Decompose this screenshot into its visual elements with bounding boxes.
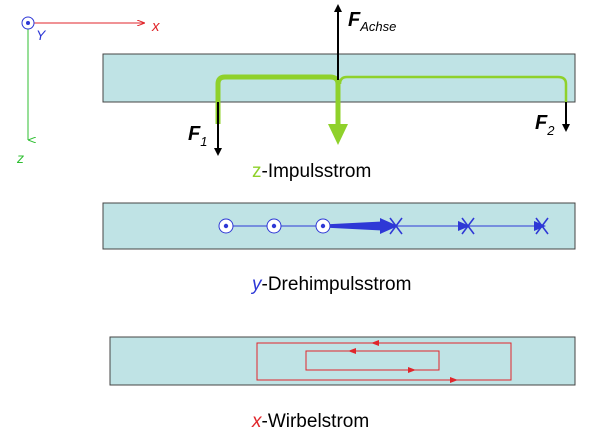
z-flow-right-path xyxy=(338,75,568,102)
caption-z-impulse: z-Impulsstrom xyxy=(252,161,371,182)
cross-symbol-3-icon xyxy=(535,217,549,235)
cross-symbol-2-icon xyxy=(461,217,475,235)
y-axis-dot-icon xyxy=(26,21,30,25)
y-flow-arrow-small-icon xyxy=(458,221,470,231)
dot-symbol-3-icon xyxy=(315,218,331,234)
cross-symbol-1-icon xyxy=(389,217,403,235)
beam-y-angular-momentum xyxy=(102,202,576,250)
coordinate-system: x Y z xyxy=(16,16,160,166)
y-axis-label: Y xyxy=(36,27,47,43)
beam-z-impulse: FAchse F1 F2 xyxy=(102,4,576,156)
caption-y-angular-momentum: y-Drehimpulsstrom xyxy=(250,274,411,295)
y-flow-wedge xyxy=(323,221,382,231)
axle-force-label: FAchse xyxy=(348,9,396,34)
beam-3 xyxy=(109,336,576,386)
z-flow-left-path xyxy=(215,74,341,126)
vortex-inner-loop xyxy=(305,350,440,371)
dot-symbol-1-icon xyxy=(218,218,234,234)
z-axis-label: z xyxy=(16,150,24,166)
z-flow-arrow-head-icon xyxy=(328,124,348,145)
dot-symbol-2-icon xyxy=(266,218,282,234)
caption-x-vortex: x-Wirbelstrom xyxy=(251,411,369,432)
y-flow-arrow-end-icon xyxy=(534,221,546,231)
force-1-label: F1 xyxy=(188,123,207,149)
beam-x-vortex xyxy=(109,336,576,386)
x-axis-label: x xyxy=(151,18,160,35)
vortex-outer-loop xyxy=(256,342,512,381)
y-flow-arrow-head-icon xyxy=(380,218,398,234)
force-2-label: F2 xyxy=(535,112,555,138)
